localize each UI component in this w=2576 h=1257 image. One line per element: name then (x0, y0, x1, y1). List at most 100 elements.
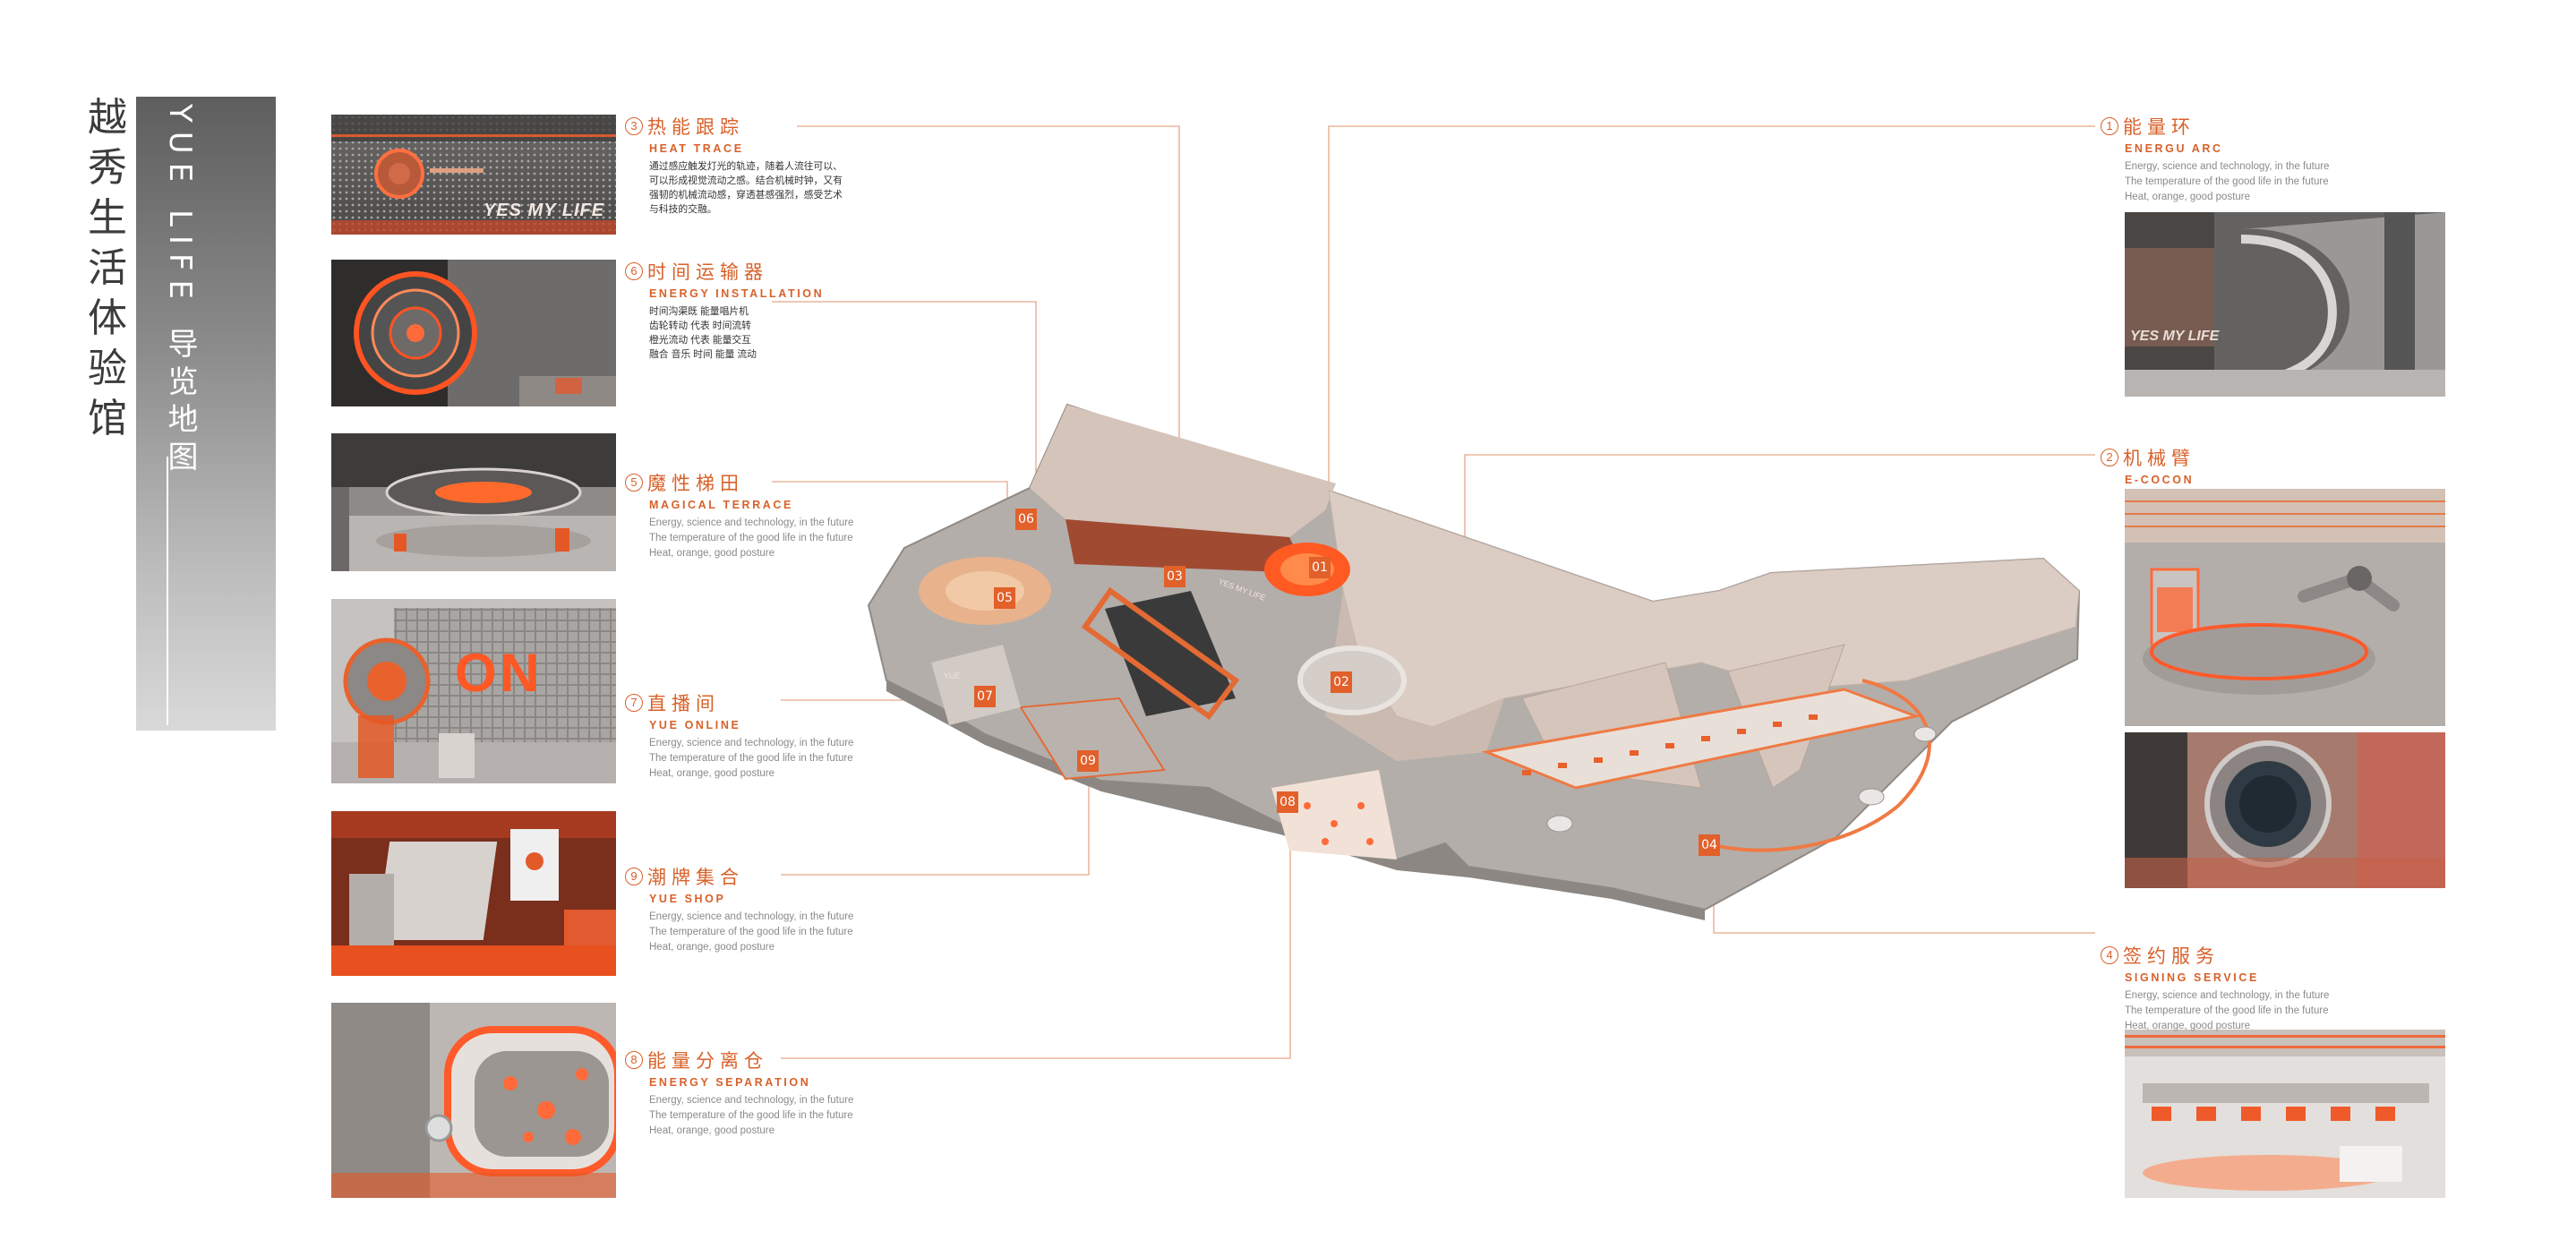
yes-my-life-sign: YES MY LIFE (484, 201, 605, 220)
yue-shop-photo (331, 811, 616, 976)
label-arm-cn: 机械臂 (2123, 448, 2195, 469)
map-wall-block-west-face (1065, 519, 1307, 573)
label-arc-desc: Energy, science and technology, in the f… (2125, 161, 2330, 202)
label-energy-arc: 1 能量环 ENERGU ARC Energy, science and tech… (2101, 113, 2329, 205)
title-divider (167, 457, 168, 725)
arc-yes-my-life-sign: YES MY LIFE (2130, 329, 2220, 344)
label-online-desc: Energy, science and technology, in the f… (649, 738, 854, 779)
map-separation-dots (1304, 802, 1374, 845)
label-shop-desc: Energy, science and technology, in the f… (649, 911, 854, 953)
leader-shop (781, 772, 1090, 876)
heat-trace-graphic (331, 115, 616, 235)
label-shop-en: YUE SHOP (649, 893, 726, 905)
label-magical-cn: 魔性梯田 (647, 473, 744, 494)
on-sign: ON (455, 643, 543, 703)
label-online-number: 7 (625, 694, 643, 712)
yue-shop-graphic (331, 811, 616, 976)
label-energy-inst-number: 6 (625, 262, 643, 280)
label-energy-inst-desc: 时间沟渠既 能量唱片机 齿轮转动 代表 时间流转 橙光流动 代表 能量交互 融合… (649, 306, 757, 360)
map-curved-corridor (1700, 679, 1931, 852)
page-title-cn: 越秀生活体验馆 (88, 95, 127, 441)
energy-arc-photo: YES MY LIFE (2125, 212, 2445, 397)
map-marker-03[interactable]: 03 (1164, 566, 1185, 587)
map-marker-01[interactable]: 01 (1309, 557, 1331, 578)
heat-trace-photo: YES MY LIFE (331, 115, 616, 235)
label-signing-en: SIGNING SERVICE (2125, 971, 2259, 984)
title-band (136, 97, 276, 731)
map-cylinder-a (1546, 815, 1573, 833)
map-separation-room (1271, 770, 1397, 859)
label-signing-number: 4 (2101, 946, 2118, 964)
map-marker-05[interactable]: 05 (994, 587, 1015, 609)
map-stand-sign: YUE (944, 671, 961, 680)
map-cylinder-b (1858, 788, 1885, 806)
label-separation-en: ENERGY SEPARATION (649, 1076, 811, 1089)
energy-separation-graphic (331, 1003, 616, 1198)
signing-service-photo (2125, 1030, 2445, 1198)
label-shop-number: 9 (625, 868, 643, 885)
map-escalator-frame (1081, 586, 1240, 721)
map-floor-edge (886, 680, 1705, 920)
page-title-en: YUE LIFE 导览地图 (162, 104, 202, 478)
map-arm-room (1297, 646, 1407, 715)
map-marker-09[interactable]: 09 (1077, 750, 1099, 772)
map-live-room (931, 645, 1021, 725)
map-escalator (1105, 591, 1236, 716)
map-marker-07[interactable]: 07 (974, 686, 996, 707)
mechanical-arm-graphic-top (2125, 489, 2445, 726)
title-en-text: YUE LIFE (162, 104, 198, 308)
map-marker-06[interactable]: 06 (1015, 509, 1037, 530)
label-heat-desc: 通过感应触发灯光的轨迹，随着人流往可以、 可以形成视觉流动之感。结合机械时钟，又… (649, 161, 843, 215)
map-marker-02[interactable]: 02 (1331, 671, 1352, 693)
label-signing-cn: 签约服务 (2123, 945, 2220, 967)
energy-separation-photo (331, 1003, 616, 1198)
label-separation-cn: 能量分离仓 (647, 1050, 768, 1072)
leader-energy-inst (772, 301, 1037, 515)
map-cylinder-c (1913, 726, 1937, 742)
yue-online-photo: ON (331, 599, 616, 783)
label-online-en: YUE ONLINE (649, 719, 741, 731)
label-arc-number: 1 (2101, 117, 2118, 135)
label-magical-number: 5 (625, 474, 643, 492)
label-magical-en: MAGICAL TERRACE (649, 499, 793, 511)
leader-heat (797, 125, 1180, 566)
energy-installation-graphic (331, 260, 616, 406)
map-shop-area (1019, 697, 1166, 781)
label-arc-en: ENERGU ARC (2125, 142, 2223, 155)
mechanical-arm-photo-top (2125, 489, 2445, 726)
label-separation-number: 8 (625, 1051, 643, 1069)
label-separation-desc: Energy, science and technology, in the f… (649, 1095, 854, 1136)
map-roof-shadow (1325, 591, 1504, 761)
mechanical-arm-photo-bottom (2125, 732, 2445, 888)
magical-terrace-photo (331, 433, 616, 571)
map-wall-block-west (1030, 405, 1336, 537)
map-marker-08[interactable]: 08 (1277, 791, 1298, 813)
label-energy-inst-cn: 时间运输器 (647, 261, 768, 283)
map-seats (1522, 714, 1818, 775)
energy-arc-graphic (2125, 212, 2445, 397)
label-heat-cn: 热能跟踪 (647, 116, 744, 138)
signing-service-graphic (2125, 1030, 2445, 1198)
energy-installation-photo (331, 260, 616, 406)
label-arm-en: E-COCON (2125, 474, 2195, 486)
label-energy-inst-en: ENERGY INSTALLATION (649, 287, 825, 300)
label-magical-desc: Energy, science and technology, in the f… (649, 517, 854, 559)
label-signing-service: 4 签约服务 SIGNING SERVICE Energy, science an… (2101, 942, 2329, 1034)
mechanical-arm-graphic-bottom (2125, 732, 2445, 888)
label-signing-desc: Energy, science and technology, in the f… (2125, 990, 2330, 1031)
leader-separation (781, 811, 1291, 1059)
map-marker-04[interactable]: 04 (1699, 834, 1720, 856)
label-online-cn: 直播间 (647, 693, 720, 714)
label-shop-cn: 潮牌集合 (647, 867, 744, 888)
label-arc-cn: 能量环 (2123, 116, 2195, 138)
title-subtitle: 导览地图 (162, 327, 198, 478)
label-heat-en: HEAT TRACE (649, 142, 744, 155)
magical-terrace-graphic (331, 433, 616, 571)
leader-arc (1328, 125, 2095, 553)
